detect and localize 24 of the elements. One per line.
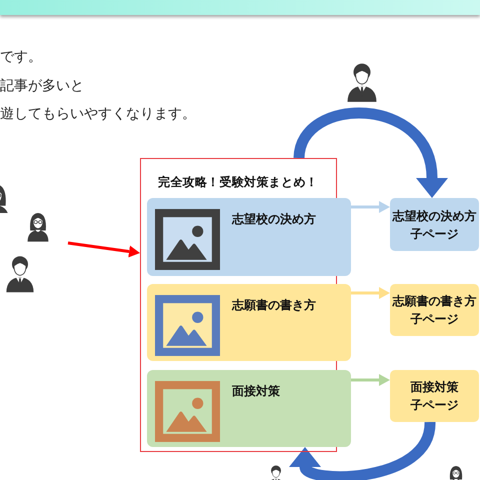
page-subtitle: 子ページ <box>410 311 458 328</box>
page-subtitle: 子ページ <box>410 226 458 242</box>
arrow <box>351 201 390 213</box>
child-page-box <box>390 284 479 336</box>
page-title: 志願書の書き方 <box>392 293 476 310</box>
body-text: 記事が多いと <box>0 77 84 96</box>
child-page-box <box>390 198 479 251</box>
section-card <box>147 370 351 447</box>
section-title: 面接対策 <box>232 383 280 400</box>
child-page-box <box>390 370 479 422</box>
body-text: 遊してもらいやすくなります。 <box>0 105 196 124</box>
arrow <box>351 374 390 386</box>
section-card <box>147 284 351 361</box>
section-title: 志望校の決め方 <box>232 211 316 228</box>
page-title: 志望校の決め方 <box>392 208 476 224</box>
arrow <box>68 242 140 258</box>
page-title: 面接対策 <box>410 379 458 396</box>
section-title: 志願書の書き方 <box>232 297 316 314</box>
body-text: です。 <box>0 48 42 67</box>
arrow <box>351 287 390 299</box>
curved-arrow <box>292 421 436 480</box>
article-title: 完全攻略！受験対策まとめ！ <box>158 175 318 191</box>
section-card <box>147 198 351 276</box>
page-subtitle: 子ページ <box>410 397 458 414</box>
